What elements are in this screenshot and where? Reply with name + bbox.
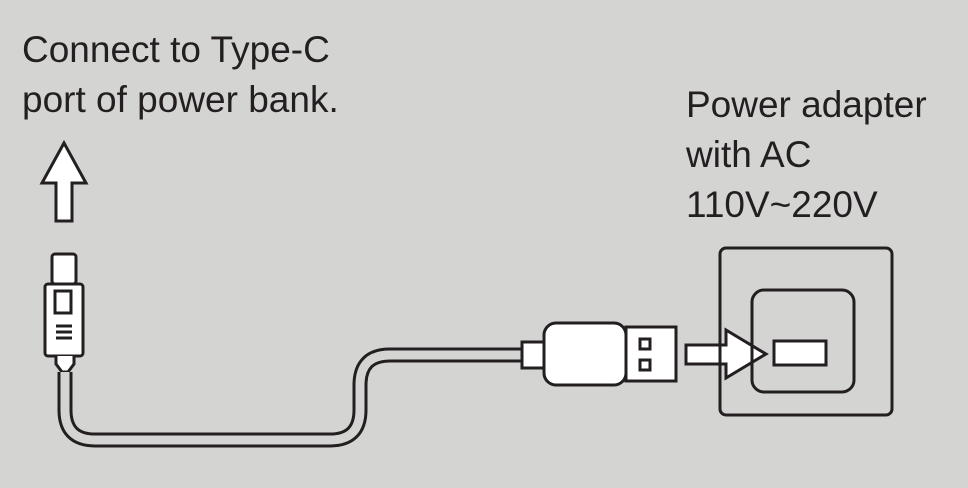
wall-outlet-icon	[718, 246, 894, 417]
type-c-instruction-line2: port of power bank.	[22, 79, 339, 120]
type-c-instruction-line1: Connect to Type-C	[22, 29, 330, 70]
adapter-label-line3: 110V~220V	[686, 184, 878, 225]
usb-a-plug-icon	[520, 321, 678, 387]
usb-cable	[57, 347, 522, 448]
type-c-instruction: Connect to Type-C port of power bank.	[22, 25, 339, 125]
adapter-label: Power adapter with AC 110V~220V	[686, 80, 927, 230]
up-arrow-icon	[39, 139, 89, 223]
adapter-label-line2: with AC	[686, 134, 812, 175]
type-c-connector-icon	[43, 252, 85, 374]
adapter-label-line1: Power adapter	[686, 84, 927, 125]
right-arrow-icon	[684, 327, 769, 381]
